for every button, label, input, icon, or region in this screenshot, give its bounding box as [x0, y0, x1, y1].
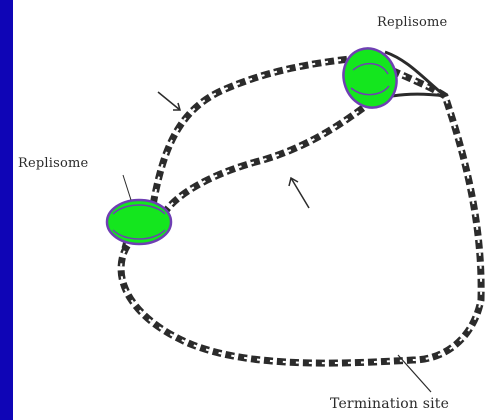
termination-site-label: Termination site	[330, 396, 449, 412]
replisome-left	[107, 200, 171, 244]
replisome-left-label: Replisome	[18, 156, 88, 171]
dna-strand-middle-inner	[163, 108, 363, 215]
replisome-top-label: Replisome	[377, 15, 447, 30]
diagram-panel: Replisome Replisome Termination site	[13, 0, 501, 420]
fork-arrow-middle	[289, 178, 309, 208]
dna-strand-unreplicated-loop	[121, 70, 481, 363]
fork-arrow-top	[158, 92, 180, 110]
replisome-left-leader	[123, 175, 131, 200]
replication-bubble-diagram	[13, 0, 501, 420]
replisome-top	[335, 41, 404, 115]
